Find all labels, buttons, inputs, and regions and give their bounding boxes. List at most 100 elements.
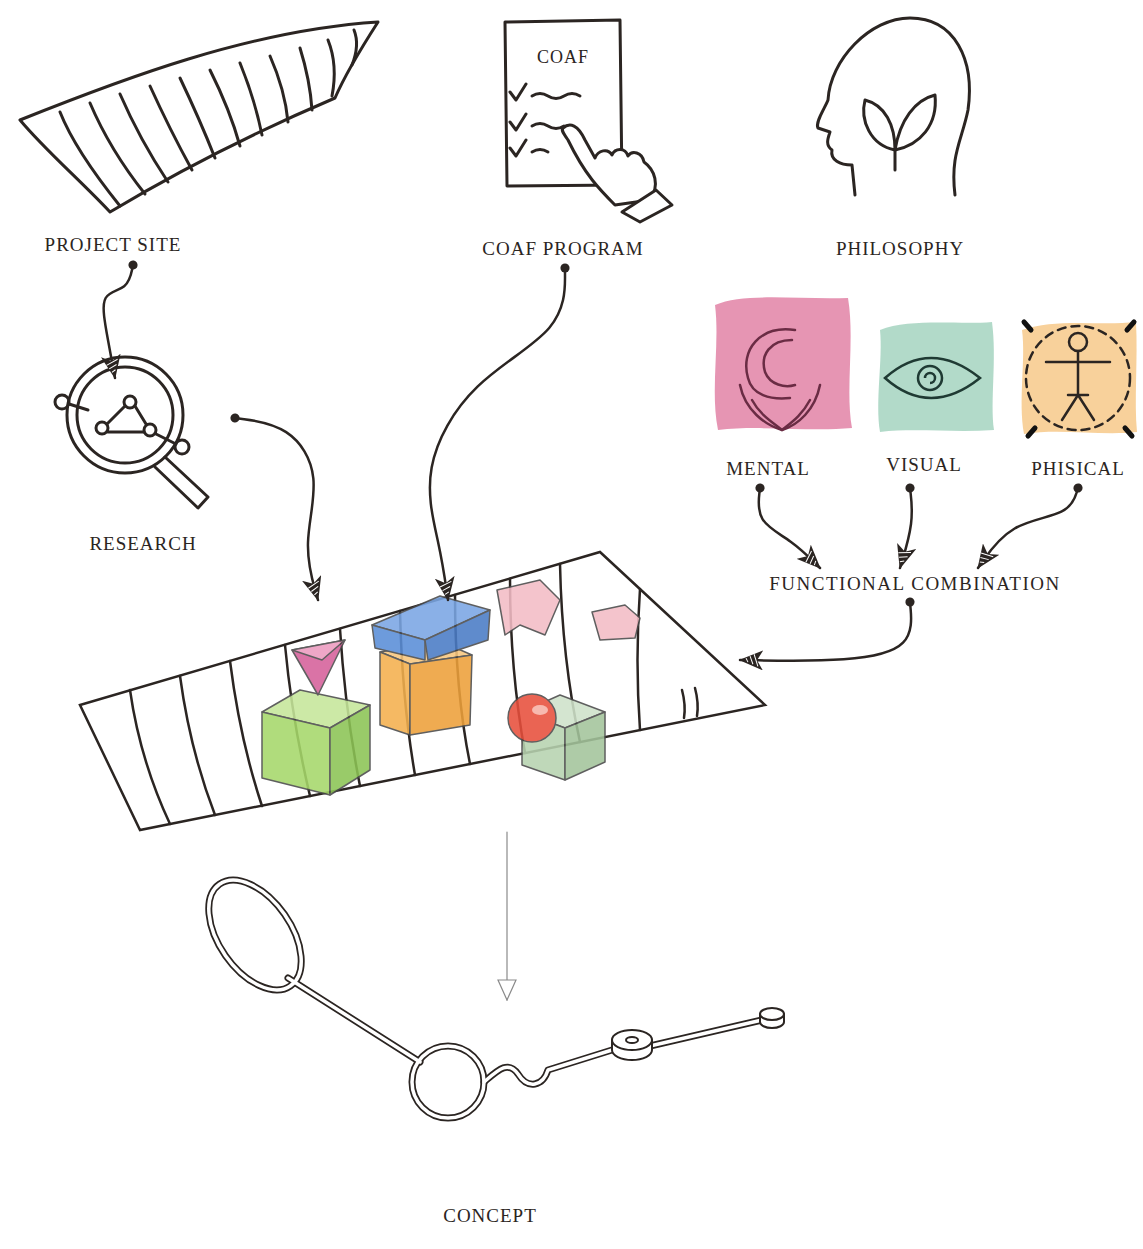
head-icon [864,100,895,150]
site-model-illustration [262,712,330,795]
site-model-illustration [80,552,765,830]
node-label: COAF PROGRAM [482,238,643,261]
curved-arrow [978,488,1078,568]
visual-icon [885,358,980,398]
terrain-icon [20,22,378,212]
site-icon-node: PROJECT SITE [10,10,385,265]
physical-icon [1022,322,1137,434]
site-model-illustration [130,690,170,824]
head-icon [895,95,935,150]
visual-node: VISUAL [865,288,990,488]
magnifier-icon [55,357,208,508]
concept-sketch [412,1046,484,1118]
terrain-icon [328,40,334,96]
magnifier-icon [69,404,88,410]
site-model-illustration [497,580,560,635]
mental-icon [740,385,820,430]
visual-icon [918,366,942,390]
mental-icon [752,400,810,430]
site-model-illustration [80,552,765,830]
mental-icon [764,340,795,386]
curved-arrow [740,602,911,661]
node-label: PHISICAL [1031,458,1125,481]
terrain-icon [180,78,215,158]
concept-sketch [612,1008,784,1060]
node-label: CONCEPT [443,1205,537,1228]
mental-icon [746,329,795,398]
site-model-illustration [292,640,345,695]
terrain-icon [90,103,145,194]
icon-text: COAF [537,47,589,69]
visual-icon [885,358,980,398]
research-icon-node: RESEARCH [40,378,235,560]
combination-label-node: FUNCTIONAL COMBINATION [745,568,1085,602]
mental-node: MENTAL [705,288,855,488]
site-model-illustration [372,625,425,660]
concept-sketch [288,978,420,1062]
site-model-illustration [230,661,262,806]
program-document-icon [532,124,564,129]
program-icon-node: COAF COAF PROGRAM [460,10,690,268]
curved-arrow [900,488,912,568]
program-document-icon [510,114,526,130]
node-label: VISUAL [886,454,962,477]
terrain-icon [210,70,240,146]
site-model-illustration [682,688,698,718]
concept-sketch [612,1030,652,1050]
concept-sketch [760,1008,784,1020]
physical-node: PHISICAL [1003,288,1138,488]
mental-icon [715,297,852,430]
mental-icon [740,329,820,430]
concept-node: CONCEPT [200,1000,790,1235]
magnifier-icon [155,457,208,508]
site-model-illustration [638,589,641,730]
site-model-illustration [508,694,556,742]
magnifier-icon [156,434,176,444]
magnifier-icon [144,424,156,436]
site-model-illustration [532,705,548,715]
curved-arrow [759,488,820,568]
terrain-icon [240,63,262,135]
program-document-icon [532,150,548,153]
visual-icon [925,373,935,383]
curved-arrow [104,265,133,378]
node-label: MENTAL [726,458,810,481]
program-document-icon [510,84,526,100]
magnifier-icon [77,367,173,463]
physical-icon [1026,326,1130,430]
magnifier-icon [107,406,146,432]
concept-sketch [412,1046,484,1118]
physical-icon [1069,333,1087,351]
site-model-illustration [330,705,370,795]
mental-icon [715,297,852,430]
visual-icon [878,322,994,432]
philosophy-icon-node: PHILOSOPHY [800,10,1000,268]
illustration [20,18,969,508]
site-model-illustration [425,610,490,660]
visual-icon [878,322,994,432]
site-model-illustration [592,605,640,640]
site-model-illustration [180,676,215,815]
concept-sketch [650,1020,762,1046]
terrain-icon [300,48,312,110]
program-document-icon [532,94,580,99]
node-label: PROJECT SITE [45,234,182,257]
node-label: RESEARCH [89,533,196,556]
head-icon [817,18,969,195]
curved-arrow [430,268,565,600]
concept-sketch [484,1050,612,1084]
magnifier-icon [67,357,183,473]
terrain-icon [20,22,378,212]
program-document-icon [510,140,526,156]
concept-sketch [288,978,420,1062]
site-model-illustration [410,655,472,735]
curved-arrow [235,418,318,600]
site-model-illustration [80,552,765,830]
head-icon [894,150,897,170]
node-label: PHILOSOPHY [836,238,964,261]
program-document-icon [622,190,672,222]
site-model-illustration [565,712,605,780]
site-model-node [80,600,740,832]
